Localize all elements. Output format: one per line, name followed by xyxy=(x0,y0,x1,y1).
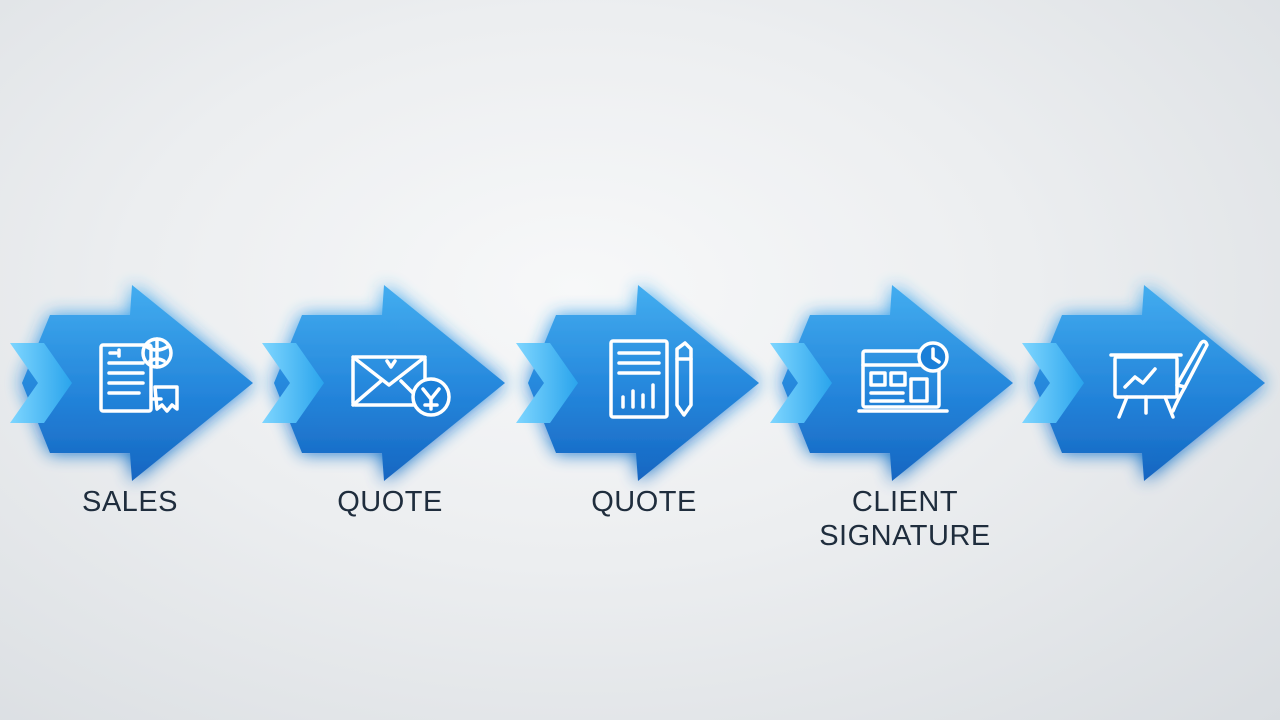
process-step-5 xyxy=(1022,283,1280,483)
step-label-quote-2: QUOTE xyxy=(591,486,697,518)
step-label-quote-1: QUOTE xyxy=(337,486,443,518)
presentation-board-icon xyxy=(1109,339,1209,419)
step-arrow xyxy=(516,285,759,481)
process-step-3 xyxy=(516,283,776,483)
document-chart-icon xyxy=(609,339,693,419)
step-arrow xyxy=(1022,285,1265,481)
step-arrow xyxy=(770,285,1013,481)
register-clock-icon xyxy=(857,341,949,413)
process-step-1 xyxy=(10,283,270,483)
documents-globe-icon xyxy=(99,337,179,413)
process-step-4 xyxy=(770,283,1030,483)
step-label-client-signature: CLIENT SIGNATURE xyxy=(819,486,991,552)
step-label-sales: SALES xyxy=(82,486,178,518)
envelope-icon xyxy=(351,355,451,417)
process-step-2 xyxy=(262,283,522,483)
